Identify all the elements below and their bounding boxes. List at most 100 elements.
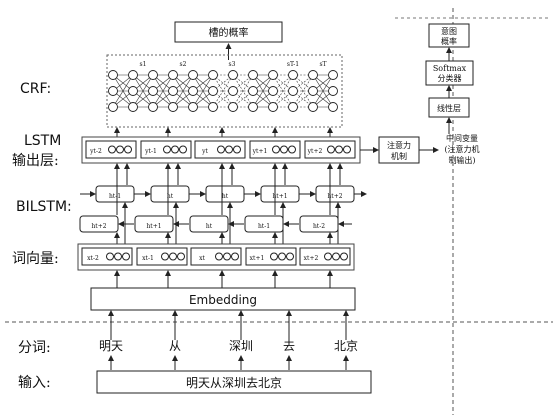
- crf-node: [148, 86, 158, 96]
- input-sentence-box: [96, 370, 372, 394]
- bilstm-forward-label: ht: [167, 193, 174, 200]
- crf-node: [268, 86, 278, 96]
- word-vector-unit: [215, 252, 223, 261]
- word-vector-label: xt+1: [250, 255, 265, 262]
- crf-node: [128, 86, 138, 96]
- crf-edge: [232, 74, 254, 108]
- segmented-word: 北京: [334, 339, 358, 353]
- lstm-unit: [179, 145, 187, 154]
- crf-node: [288, 86, 298, 96]
- crf-node: [248, 102, 258, 112]
- attention-line2: 机制: [391, 151, 407, 161]
- crf-edge: [312, 74, 334, 108]
- bilstm-forward-label: ht+1: [272, 193, 287, 200]
- crf-node: [148, 102, 158, 112]
- crf-node: [168, 102, 178, 112]
- bilstm-forward-label: ht: [222, 193, 229, 200]
- crf-edge: [112, 74, 134, 108]
- crf-node: [228, 70, 238, 80]
- lstm-unit: [163, 145, 171, 154]
- crf-node: [328, 70, 338, 80]
- lstm-output-label: yt+1: [252, 148, 268, 155]
- segmented-word: 明天: [99, 339, 123, 353]
- lstm-unit: [217, 145, 225, 154]
- lstm-output-label: yt: [201, 148, 208, 155]
- crf-node: [248, 86, 258, 96]
- crf-node: [228, 102, 238, 112]
- crf-node: [168, 70, 178, 80]
- bilstm-backward-label: ht-2: [313, 223, 325, 230]
- crf-node: [168, 86, 178, 96]
- segmented-word: 深圳: [229, 339, 253, 353]
- bilstm-backward-label: ht: [206, 223, 213, 230]
- lstm-unit: [233, 145, 241, 154]
- lstm-unit: [280, 145, 288, 154]
- word-vector-label: xt-2: [87, 255, 99, 262]
- crf-state-label: sT-1: [287, 61, 299, 68]
- crf-node: [208, 70, 218, 80]
- word-vector-cells: xt-2 xt-1 xt xt+1 xt+2: [81, 247, 351, 288]
- bilstm-backward-label: ht+1: [146, 223, 161, 230]
- crf-node: [248, 70, 258, 80]
- crf-node: [108, 102, 118, 112]
- crf-edge: [272, 74, 294, 108]
- word-vector-unit: [270, 252, 278, 261]
- word-vector-unit: [177, 252, 185, 261]
- label-lstm-output: 输出层:: [12, 153, 59, 169]
- crf-node: [268, 70, 278, 80]
- input-sentence-text: 明天从深圳去北京: [186, 376, 282, 390]
- crf-edge: [252, 74, 274, 108]
- crf-node: [268, 102, 278, 112]
- lstm-unit: [225, 145, 233, 154]
- word-vector-label: xt+2: [304, 255, 319, 262]
- intermediate-line3: 制输出): [448, 155, 475, 165]
- crf-node: [108, 70, 118, 80]
- word-vector-unit: [286, 252, 294, 261]
- lstm-unit: [124, 145, 132, 154]
- word-vector-unit: [122, 252, 130, 261]
- word-vector-unit: [114, 252, 122, 261]
- bilstm-forward-label: ht-1: [109, 193, 121, 200]
- crf-node: [288, 70, 298, 80]
- linear-layer-text: 线性层: [437, 103, 461, 113]
- crf-node: [108, 86, 118, 96]
- lstm-unit: [116, 145, 124, 154]
- crf-node: [228, 86, 238, 96]
- label-crf: CRF:: [20, 81, 51, 97]
- word-vector-label: xt: [199, 255, 205, 262]
- segmented-word: 去: [283, 339, 295, 353]
- crf-node: [188, 70, 198, 80]
- crf-edge: [292, 74, 314, 108]
- crf-node: [128, 70, 138, 80]
- lstm-unit: [171, 145, 179, 154]
- label-lstm: LSTM: [24, 133, 61, 149]
- crf-edge: [212, 74, 234, 108]
- label-bilstm: BILSTM:: [16, 199, 72, 215]
- crf-state-label: sT: [319, 61, 326, 68]
- embedding-box: [90, 287, 356, 311]
- attention-box: [378, 136, 420, 164]
- word-vector-unit: [169, 252, 177, 261]
- lstm-unit: [343, 145, 351, 154]
- lstm-output-label: yt-1: [144, 148, 157, 155]
- intent-probability-box: [428, 23, 470, 48]
- word-vector-unit: [161, 252, 169, 261]
- crf-state-label: s2: [180, 61, 187, 68]
- word-vector-unit: [106, 252, 114, 261]
- crf-edge: [152, 74, 174, 108]
- crf-state-label: s3: [229, 61, 236, 68]
- lstm-unit: [108, 145, 116, 154]
- label-input: 输入:: [18, 375, 51, 391]
- word-vector-label: xt-1: [142, 255, 154, 262]
- crf-node: [328, 102, 338, 112]
- label-word-vector: 词向量:: [12, 251, 59, 267]
- crf-edge: [192, 74, 214, 108]
- crf-node: [188, 102, 198, 112]
- lstm-output-label: yt-2: [89, 148, 102, 155]
- intermediate-line1: 中间变量: [446, 133, 478, 143]
- crf-node: [208, 86, 218, 96]
- intent-probability-line2: 概率: [441, 36, 457, 46]
